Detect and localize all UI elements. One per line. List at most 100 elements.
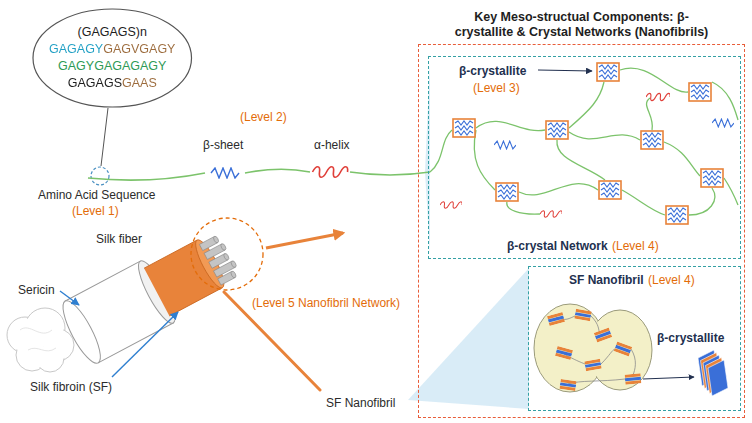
secondary-structure — [494, 141, 516, 149]
nanofibril-panel: SF Nanofibril (Level 4) β-crystallite — [528, 266, 741, 411]
cocoon — [20, 328, 56, 351]
leader-arrow — [643, 377, 694, 379]
part-label: Silk fibroin (SF) — [30, 380, 112, 394]
leader-arrow — [112, 312, 178, 377]
nanofibril-blob — [594, 328, 612, 343]
beta-crystallite — [689, 83, 711, 101]
level-tag: (Level 2) — [240, 110, 287, 124]
zoom-arrow — [266, 233, 343, 248]
crystal-network — [724, 178, 738, 205]
crystal-network — [647, 98, 653, 130]
sequence-pointer — [91, 108, 109, 185]
crystal-network — [622, 190, 665, 215]
crystal-network — [689, 188, 715, 215]
part-label: SF Nanofibril — [326, 396, 395, 410]
part-label: α-helix — [314, 138, 350, 152]
leader-arrow — [538, 70, 592, 71]
secondary-structure — [440, 93, 734, 217]
level-tag: (Level 5 Nanofibril Network) — [252, 296, 400, 310]
bubble-outline — [33, 9, 192, 107]
beta-crystallite — [701, 169, 723, 187]
crystal-network — [557, 140, 605, 180]
crystal-network — [430, 68, 738, 215]
crystal-network — [712, 82, 738, 120]
component-name: SF Nanofibril — [569, 273, 644, 287]
secondary-structure — [646, 93, 670, 100]
component-name: β-crystallite — [657, 331, 724, 345]
secondary-structure — [440, 202, 462, 209]
component-panel: Key Meso-structual Components: β-crystal… — [418, 44, 745, 418]
nanofibril-blob — [601, 349, 615, 364]
beta-crystallite — [453, 119, 475, 137]
nanofibril-blob — [631, 349, 635, 375]
nanofibril-blob — [535, 305, 605, 391]
silk-fiber — [220, 243, 227, 251]
sequence-pointer — [91, 167, 109, 185]
part-label: Sericin — [18, 283, 55, 297]
protein-chain — [313, 167, 348, 178]
sequence-line: GAGYGAGAGAGY — [58, 58, 166, 75]
bubble-outline — [32, 8, 193, 108]
part-label: Silk fiber — [96, 232, 142, 246]
nanofibril-blob — [547, 312, 565, 326]
nanofibril-blob — [534, 304, 606, 392]
protein-chain — [88, 173, 205, 180]
beta-crystallite — [453, 63, 723, 224]
zoom-circle — [191, 218, 263, 290]
silk-fiber — [56, 296, 107, 367]
zoom-wedge — [408, 60, 529, 409]
part-label: Amino Acid Sequence — [38, 188, 155, 202]
crystal-network — [569, 132, 640, 140]
silk-fiber — [56, 222, 246, 367]
crystal-network — [569, 82, 604, 128]
beta-sheet-stack — [708, 360, 728, 396]
level-tag: (Level 4) — [648, 273, 695, 287]
cocoon — [7, 308, 74, 372]
nanofibril-blob — [534, 304, 652, 392]
zoom-wedge — [408, 268, 529, 409]
beta-crystallite — [641, 131, 663, 149]
crystal-network — [664, 142, 700, 176]
level-tag: (Level 4) — [612, 239, 659, 253]
sequence-pointer — [101, 108, 108, 166]
protein-chain — [211, 168, 239, 178]
beta-crystallite — [666, 206, 688, 224]
part-label: β-sheet — [203, 138, 243, 152]
secondary-structure — [540, 211, 562, 218]
beta-sheet-stack — [698, 350, 728, 396]
network-panel: β-crystallite (Level 3) β-crystal Network (… — [428, 56, 741, 259]
crystal-network — [507, 202, 540, 214]
crystal-network — [474, 130, 495, 190]
leader-arrow — [60, 291, 79, 305]
component-name: β-crystal Network — [507, 239, 608, 253]
silk-fiber — [230, 270, 237, 278]
silk-fiber — [144, 240, 197, 268]
crystal-network — [519, 184, 598, 195]
nanofibril-blob — [574, 309, 591, 322]
silk-fiber — [199, 234, 241, 285]
component-name: β-crystallite — [459, 64, 526, 78]
beta-crystallite — [496, 183, 518, 201]
silk-fiber — [213, 236, 220, 244]
sequence-line: GAGAGYGAGVGAGY — [49, 41, 175, 58]
level-tag: (Level 3) — [473, 81, 520, 95]
nanofibril-blob — [625, 373, 642, 384]
sequence-line: (GAGAGS)n — [78, 24, 147, 41]
beta-crystallite — [597, 63, 619, 81]
nanofibril-blob — [584, 359, 601, 372]
panel-heading: Key Meso-structual Components: β-crystal… — [419, 10, 744, 40]
silk-fiber — [230, 260, 237, 268]
nanofibril-blob — [559, 379, 576, 391]
nanofibril-blob — [555, 346, 573, 360]
beta-crystallite — [546, 121, 568, 139]
sequence-line: GAGAGSGAAS — [68, 75, 157, 92]
secondary-structure — [712, 119, 734, 127]
level-tag: (Level 1) — [72, 204, 119, 218]
beta-crystallite — [599, 181, 621, 199]
crystal-network — [476, 121, 545, 130]
protein-chain — [88, 167, 430, 180]
sequence-bubble: (GAGAGS)nGAGAGYGAGVGAGYGAGYGAGAGAGYGAGAG… — [32, 8, 193, 108]
crystal-network — [620, 68, 688, 92]
protein-chain — [245, 169, 310, 173]
silk-fiber — [223, 253, 230, 261]
